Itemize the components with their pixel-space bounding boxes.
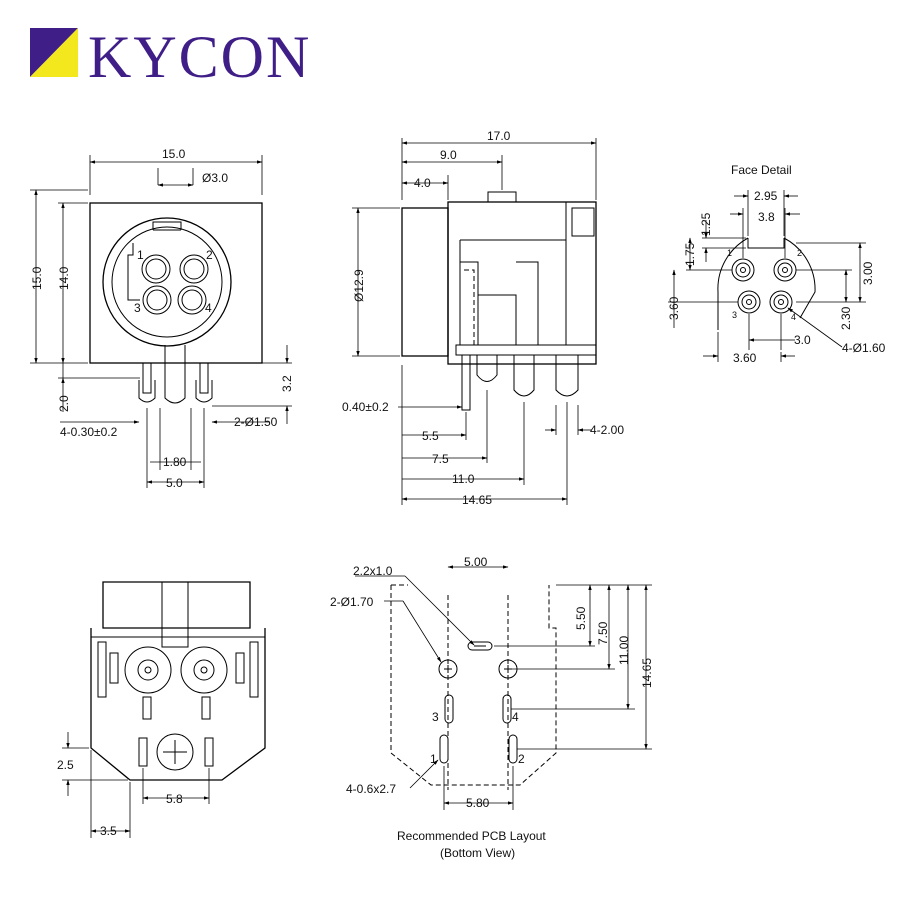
dim-face-30: 3.0 [794, 333, 811, 347]
brand-name: KYCON [88, 24, 311, 90]
side-view: 17.0 9.0 4.0 Ø12.9 0.40±0.2 5.5 7.5 11.0… [342, 129, 624, 507]
dim-front-height-outer: 15.0 [30, 266, 44, 290]
dim-face-holes: 4-Ø1.60 [842, 341, 886, 355]
dim-face-300: 3.00 [861, 261, 875, 285]
dim-pcb-slots4: 4-0.6x2.7 [346, 782, 396, 796]
dim-side-length: 17.0 [487, 129, 511, 143]
dim-side-mid: 9.0 [440, 148, 457, 162]
dim-side-d3: 11.0 [452, 472, 475, 486]
face-detail: Face Detail 1 2 3 4 2.95 3.8 1.25 1.75 [667, 163, 886, 365]
pcb-subtitle: (Bottom View) [440, 846, 515, 860]
dim-side-d4: 14.65 [462, 493, 492, 507]
dim-front-width: 15.0 [162, 147, 186, 161]
dim-pcb-750: 7.50 [596, 621, 610, 645]
dim-bottom-25: 2.5 [57, 758, 74, 772]
pcb-pin-label-1: 1 [430, 752, 437, 766]
kycon-logo: KYCON [30, 24, 311, 90]
pcb-title: Recommended PCB Layout [397, 829, 546, 843]
face-detail-title: Face Detail [731, 163, 792, 177]
pin-label-4: 4 [205, 301, 212, 315]
dim-top-hole: Ø3.0 [202, 171, 228, 185]
pcb-layout: 3 4 1 2 5.00 2.2x1.0 2-Ø1.70 5.50 7.50 1… [330, 555, 654, 860]
pin-label-1: 1 [137, 248, 144, 262]
dim-pcb-580: 5.80 [466, 796, 490, 810]
dim-front-height-inner: 14.0 [57, 266, 71, 290]
dim-pin-length: 2.0 [57, 395, 71, 412]
dim-pcb-500: 5.00 [464, 555, 488, 569]
dim-side-d2: 7.5 [432, 452, 449, 466]
logo-yellow-triangle [30, 28, 78, 77]
dim-face-295: 2.95 [754, 189, 778, 203]
dim-face-175: 1.75 [683, 242, 697, 266]
pcb-pin-label-2: 2 [518, 752, 525, 766]
dim-side-d1: 5.5 [422, 429, 439, 443]
dim-face-360a: 3.60 [667, 296, 681, 320]
pcb-pin-label-3: 3 [432, 710, 439, 724]
dim-face-125: 1.25 [699, 212, 713, 236]
dim-bottom-35: 3.5 [100, 824, 117, 838]
dim-tab-length: 3.2 [280, 375, 294, 392]
dim-pcb-holes: 2-Ø1.70 [330, 595, 374, 609]
face-pin-label-3: 3 [732, 310, 737, 320]
dim-face-230: 2.30 [839, 306, 853, 330]
dim-pcb-1100: 11.00 [617, 636, 631, 665]
dim-tab-pitch: 5.0 [166, 476, 183, 490]
pin-label-2: 2 [206, 248, 213, 262]
dim-pin-pitch: 1.80 [163, 455, 187, 469]
dim-pin-size: 4-0.30±0.2 [60, 425, 118, 439]
dim-face-38: 3.8 [758, 210, 775, 224]
dim-pin-thick: 0.40±0.2 [342, 400, 389, 414]
pin-label-3: 3 [134, 301, 141, 315]
dim-pcb-1465: 14.65 [640, 658, 654, 688]
dim-face-360b: 3.60 [733, 351, 757, 365]
dim-pcb-slot: 2.2x1.0 [353, 564, 393, 578]
dim-bottom-58: 5.8 [166, 792, 183, 806]
face-pin-label-2: 2 [797, 248, 802, 258]
bottom-view: 2.5 5.8 3.5 [57, 581, 266, 838]
dim-pcb-550: 5.50 [574, 606, 588, 630]
dim-tab-size: 2-Ø1.50 [234, 415, 278, 429]
face-pin-label-1: 1 [727, 248, 732, 258]
face-pin-label-4: 4 [791, 312, 796, 322]
dim-side-diameter: Ø12.9 [352, 269, 366, 302]
front-view: 1 2 3 4 15.0 Ø3.0 15.0 14.0 2.0 3.2 [30, 147, 294, 490]
pcb-pin-label-4: 4 [512, 710, 519, 724]
dim-side-front: 4.0 [414, 176, 431, 190]
dim-side-tab: 4-2.00 [590, 423, 624, 437]
